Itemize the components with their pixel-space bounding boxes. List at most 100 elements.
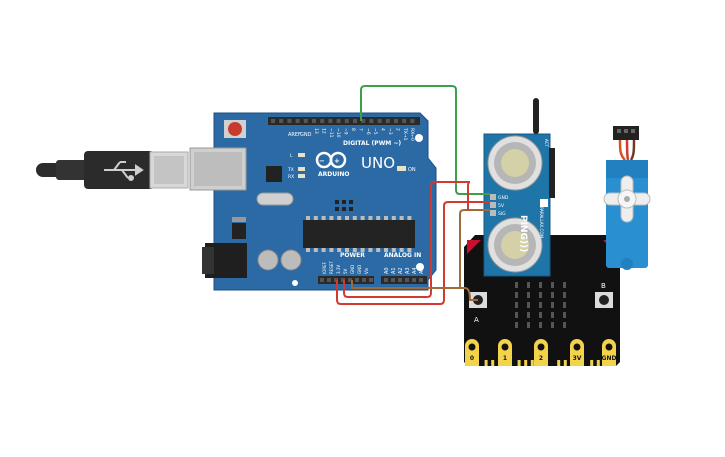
digital-header-label: DIGITAL (PWM ~): [343, 140, 401, 147]
edge-pad[interactable]: [465, 339, 479, 366]
sensor-pin-label: SIG: [498, 211, 506, 217]
power-pin-label: 5V: [343, 268, 348, 274]
digital-pin-label: 12: [320, 128, 326, 134]
wire-brown[interactable]: [351, 209, 490, 289]
mount-hole: [416, 263, 424, 271]
header-hole[interactable]: [348, 278, 352, 282]
header-hole[interactable]: [398, 278, 402, 282]
led-tx-label: TX: [287, 167, 294, 173]
digital-pin-label: ~9: [343, 128, 349, 135]
header-hole[interactable]: [405, 278, 409, 282]
header-hole[interactable]: [328, 119, 333, 123]
analog-header[interactable]: [381, 276, 427, 284]
sensor-brand: PARALLAX.COM: [539, 207, 544, 238]
analog-pin-label: A3: [405, 267, 411, 274]
usb-chip: [266, 166, 282, 182]
header-hole[interactable]: [362, 278, 366, 282]
header-hole[interactable]: [369, 119, 374, 123]
transducer-bottom: [487, 217, 543, 273]
digital-header[interactable]: [268, 117, 420, 125]
header-hole[interactable]: [295, 119, 300, 123]
header-hole[interactable]: [287, 119, 292, 123]
edge-pad[interactable]: [570, 339, 584, 366]
header-hole[interactable]: [419, 278, 423, 282]
digital-pin-label: 8: [350, 128, 356, 131]
capacitor: [280, 249, 302, 271]
header-hole[interactable]: [279, 119, 284, 123]
led-pixel: [515, 282, 518, 288]
header-hole[interactable]: [336, 119, 341, 123]
header-hole[interactable]: [369, 278, 373, 282]
header-hole[interactable]: [320, 119, 325, 123]
svg-text:+: +: [334, 157, 340, 165]
header-hole[interactable]: [384, 278, 388, 282]
wire-red-b[interactable]: [343, 181, 470, 298]
sensor-pin[interactable]: [490, 210, 496, 216]
analog-pin-label: A1: [391, 267, 397, 274]
header-hole[interactable]: [402, 119, 407, 123]
servo-horn[interactable]: [603, 175, 651, 223]
digital-pin-label: ~5: [372, 128, 378, 135]
header-hole[interactable]: [344, 119, 349, 123]
analog-pin-label: A2: [398, 267, 404, 274]
edge-pad[interactable]: [602, 339, 616, 366]
led-pixel: [527, 292, 530, 298]
wire-red-a[interactable]: [336, 201, 490, 305]
header-hole[interactable]: [377, 119, 382, 123]
svg-text:B: B: [601, 282, 606, 290]
act-label: ACT: [544, 139, 549, 147]
header-hole[interactable]: [412, 278, 416, 282]
wire-brown-b[interactable]: [460, 287, 478, 301]
edge-pad[interactable]: [534, 339, 548, 366]
wire-red-c[interactable]: [467, 181, 471, 210]
status-leds: L TX RX ON: [287, 153, 416, 180]
aref-label: AREF: [288, 132, 301, 138]
gnd-label: GND: [300, 132, 312, 138]
header-hole[interactable]: [303, 119, 308, 123]
wire-green[interactable]: [360, 85, 490, 195]
digital-pin-label: 7: [357, 128, 363, 131]
icsp-header: [335, 200, 353, 211]
header-hole[interactable]: [394, 119, 398, 123]
servo-motor[interactable]: [603, 126, 651, 270]
header-hole[interactable]: [271, 119, 275, 123]
microbit-button-b[interactable]: B: [595, 282, 613, 308]
reset-button[interactable]: [224, 120, 246, 138]
led-l-label: L: [290, 153, 293, 159]
led-matrix: [515, 282, 566, 328]
header-hole[interactable]: [353, 119, 357, 123]
power-header-label: POWER: [340, 252, 365, 259]
led-pixel: [551, 312, 554, 318]
header-hole[interactable]: [391, 278, 395, 282]
digital-pin-label: 2: [394, 128, 400, 131]
digital-pin-label: TX→1: [402, 127, 408, 141]
led-pixel: [539, 282, 542, 288]
header-hole[interactable]: [312, 119, 316, 123]
analog-pin-label: A0: [384, 267, 390, 274]
edge-pad-label: 1: [503, 355, 507, 362]
led-pixel: [527, 322, 530, 328]
microbit-corner: [467, 240, 481, 254]
sensor-pin[interactable]: [490, 202, 496, 208]
sensor-pin[interactable]: [490, 194, 496, 200]
header-hole[interactable]: [327, 278, 331, 282]
header-hole[interactable]: [361, 119, 366, 123]
regulator: [232, 223, 246, 239]
crystal: [256, 192, 294, 206]
power-jack: [202, 243, 247, 278]
led-on-label: ON: [408, 167, 416, 173]
atmega-chip: [303, 216, 415, 252]
usb-cable[interactable]: [36, 151, 189, 189]
header-hole[interactable]: [320, 278, 324, 282]
led-pixel: [563, 312, 566, 318]
led-pixel: [527, 312, 530, 318]
power-header[interactable]: [318, 276, 374, 284]
header-hole[interactable]: [410, 119, 415, 123]
header-hole[interactable]: [355, 278, 359, 282]
power-pin-label: Vin: [364, 267, 369, 274]
header-hole[interactable]: [385, 119, 390, 123]
edge-pad[interactable]: [498, 339, 512, 366]
